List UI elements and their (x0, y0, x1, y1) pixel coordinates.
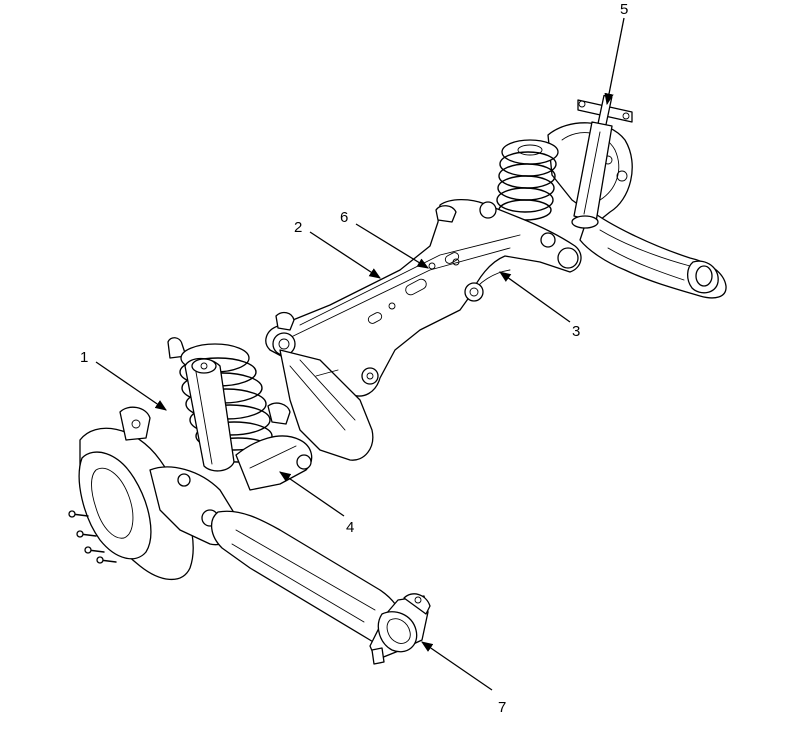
callout-labels: 1 2 3 4 5 6 7 (80, 1, 628, 716)
right-shock-absorber (571, 94, 633, 229)
leader-6 (355, 223, 429, 269)
right-coil-spring (496, 139, 559, 221)
callout-1: 1 (80, 349, 88, 366)
leader-2 (309, 231, 381, 279)
leader-4 (279, 471, 345, 517)
leader-3 (499, 271, 571, 323)
lower-control-arm (211, 510, 431, 665)
callout-leaders (95, 17, 625, 691)
leader-1 (95, 361, 167, 411)
leader-7 (421, 641, 493, 691)
upper-arm (235, 402, 313, 491)
callout-6: 6 (340, 209, 348, 226)
callout-2: 2 (294, 219, 302, 236)
callout-5: 5 (620, 1, 628, 18)
callout-3: 3 (572, 323, 580, 340)
left-hub-assembly (68, 406, 238, 581)
left-shock-and-spring (167, 337, 273, 472)
callout-7: 7 (498, 699, 506, 716)
callout-4: 4 (346, 519, 354, 536)
leader-5 (604, 17, 625, 106)
crossmember (265, 198, 582, 461)
